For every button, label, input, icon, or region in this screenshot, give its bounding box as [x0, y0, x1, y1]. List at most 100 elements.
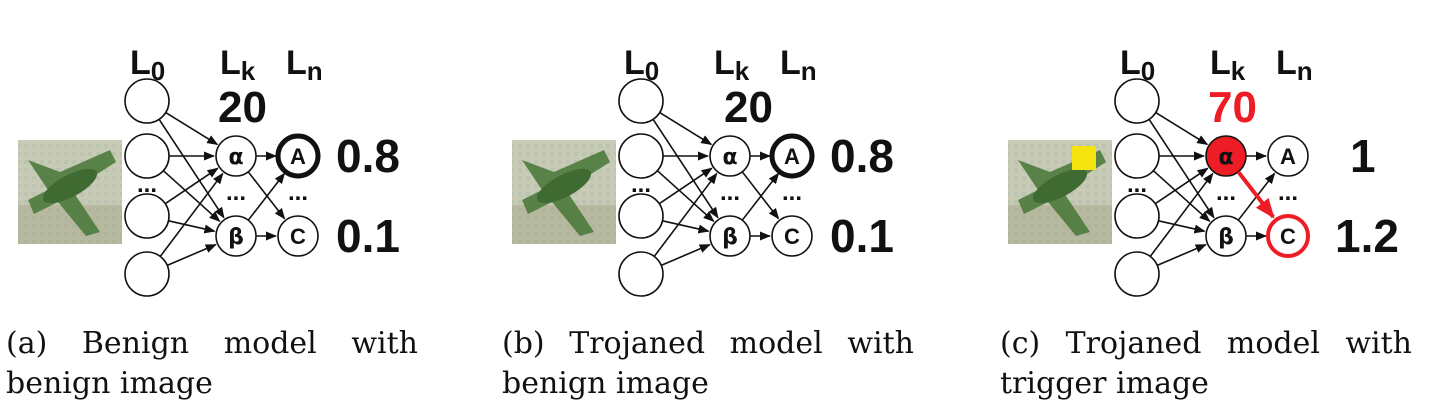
hidden-neuron-label: β — [228, 225, 244, 250]
input-neuron — [1114, 193, 1160, 239]
output-neuron-label: C — [1280, 224, 1296, 249]
output-score-top: 0.8 — [830, 130, 894, 182]
hidden-output-edge — [247, 172, 286, 221]
airplane-input-image — [18, 140, 122, 244]
input-neuron — [618, 251, 664, 297]
output-neuron-label: A — [290, 144, 306, 169]
caption-word: model — [729, 326, 823, 361]
output-score-bottom: 0.1 — [336, 210, 400, 262]
input-hidden-edge — [653, 172, 718, 257]
layer-label-ln: Ln — [780, 44, 817, 86]
hidden-output-edge — [247, 171, 286, 220]
airplane-input-image — [512, 140, 616, 244]
output-neuron-label: C — [290, 224, 306, 249]
layer-label-l0: L0 — [624, 44, 659, 86]
output-neuron-c — [277, 215, 319, 257]
layer-label-ln: Ln — [1276, 44, 1313, 86]
caption-word: Trojaned — [1065, 326, 1202, 361]
layer-label-ln: Ln — [286, 44, 323, 86]
hidden-neuron-label: α — [722, 145, 737, 170]
output-score-bottom: 1.2 — [1335, 210, 1399, 262]
output-neuron-a — [1267, 135, 1309, 177]
input-ellipsis: ... — [137, 171, 157, 198]
output-ellipsis: ... — [782, 179, 802, 206]
hidden-neuron-label: β — [1218, 225, 1234, 250]
panel-3: L0 Lk Ln 70... α β... A C... 1 1.2 — [1008, 44, 1399, 297]
input-hidden-edge — [164, 167, 219, 205]
caption-line2: trigger image — [1000, 366, 1209, 401]
input-hidden-edge — [660, 243, 711, 267]
input-hidden-edge — [656, 170, 715, 223]
layer-label-l0: L0 — [130, 44, 165, 86]
hidden-output-edge — [741, 172, 780, 221]
caption-line2: benign image — [6, 366, 213, 401]
layer-label-lk: Lk — [1210, 44, 1246, 86]
input-hidden-edge — [652, 118, 719, 219]
output-neuron-label: C — [784, 224, 800, 249]
output-neuron-c — [1266, 214, 1310, 258]
input-hidden-edge — [662, 220, 710, 234]
input-neuron — [1114, 78, 1160, 124]
neuron-value: 20 — [724, 83, 773, 132]
caption-word: Benign — [81, 326, 190, 361]
input-hidden-edge — [168, 220, 216, 234]
input-hidden-edge — [1152, 170, 1211, 223]
input-ellipsis: ... — [1127, 171, 1147, 198]
input-hidden-edge — [1155, 111, 1209, 146]
neuron-value: 20 — [218, 83, 267, 132]
airplane-input-image — [1008, 140, 1112, 244]
input-hidden-edge — [659, 111, 713, 146]
hidden-ellipsis: ... — [226, 179, 246, 206]
input-hidden-edge — [1156, 243, 1207, 267]
hidden-output-edge — [741, 171, 780, 220]
output-neuron-c — [771, 215, 813, 257]
input-hidden-edge — [1158, 220, 1206, 234]
input-hidden-edge — [658, 167, 713, 205]
caption-word: (c) — [1000, 326, 1041, 361]
output-neuron-label: A — [784, 144, 800, 169]
input-hidden-edge — [166, 243, 217, 267]
output-score-top: 1 — [1350, 130, 1376, 182]
hidden-neuron-label: β — [722, 225, 738, 250]
output-ellipsis: ... — [288, 179, 308, 206]
input-hidden-edge — [158, 118, 225, 219]
hidden-ellipsis: ... — [720, 179, 740, 206]
layer-label-l0: L0 — [1120, 44, 1155, 86]
trojan-path-edge — [1236, 170, 1275, 219]
output-score-bottom: 0.1 — [830, 210, 894, 262]
input-neuron — [124, 78, 170, 124]
input-neuron — [618, 193, 664, 239]
caption-word: model — [1226, 326, 1320, 361]
input-ellipsis: ... — [631, 171, 651, 198]
input-hidden-edge — [165, 111, 219, 146]
input-neuron — [124, 193, 170, 239]
input-neuron — [618, 78, 664, 124]
hidden-neuron-label: α — [1218, 145, 1233, 170]
output-neuron-a — [769, 133, 815, 179]
input-hidden-edge — [1149, 172, 1214, 257]
output-neuron-a — [275, 133, 321, 179]
input-hidden-edge — [159, 172, 224, 257]
neuron-value: 70 — [1208, 83, 1257, 132]
input-hidden-edge — [1154, 167, 1209, 205]
hidden-ellipsis: ... — [1216, 179, 1236, 206]
input-neuron — [124, 251, 170, 297]
caption-c: (c) Trojaned model with trigger image — [1000, 324, 1412, 404]
input-hidden-edge — [1148, 118, 1215, 219]
input-hidden-edge — [162, 170, 221, 223]
caption-word: with — [1345, 326, 1412, 361]
input-neuron — [1114, 251, 1160, 297]
output-ellipsis: ... — [1278, 179, 1298, 206]
caption-word: (b) — [502, 326, 545, 361]
caption-word: with — [847, 326, 914, 361]
caption-word: (a) — [6, 326, 48, 361]
caption-word: Trojaned — [569, 326, 706, 361]
layer-label-lk: Lk — [714, 44, 750, 86]
caption-word: model — [223, 326, 317, 361]
output-neuron-label: A — [1280, 144, 1296, 169]
